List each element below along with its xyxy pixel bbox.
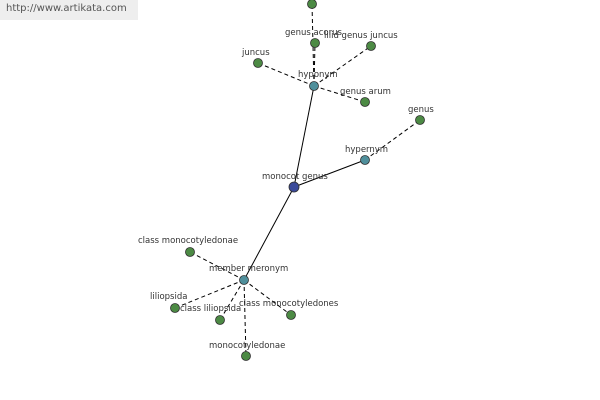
label-monocot-genus: monocot genus [262,172,328,182]
edge-hyponym [293,85,315,188]
node-genus[interactable] [415,115,425,125]
node-monocotyledonae[interactable] [241,351,251,361]
node-node[interactable] [307,0,317,9]
node-juncus[interactable] [253,58,263,68]
label-lilid-genus-juncus: lilid genus juncus [324,31,398,41]
edge-member-meronym [243,186,295,281]
label-genus: genus [408,105,434,115]
watermark-url: http://www.artikata.com [0,0,138,20]
edge-hypernym [293,159,366,188]
edge-member-meronym-class-monocotyledones [243,279,292,316]
edge-member-meronym-liliopsida [174,279,245,309]
node-class-monocotyledonae[interactable] [185,247,195,257]
node-class-monocotyledones[interactable] [286,310,296,320]
node-monocot-genus[interactable] [288,181,300,193]
label-monocotyledonae: monocotyledonae [209,341,285,351]
node-member-meronym[interactable] [239,275,249,285]
node-genus-arum[interactable] [360,97,370,107]
label-class-liliopsida: class liliopsida [180,304,241,314]
label-genus-acorus: genus acorus [285,28,342,38]
label-class-monocotyledones: class monocotyledones [239,299,339,309]
node-class-liliopsida[interactable] [215,315,225,325]
node-hypernym[interactable] [360,155,370,165]
edge-hyponym-lilid-genus-juncus [313,45,372,87]
label-class-monocotyledonae: class monocotyledonae [138,236,238,246]
edge-hypernym-genus [364,119,421,161]
edge-member-meronym-class-monocotyledonae [189,251,245,281]
label-genus-arum: genus arum [340,87,391,97]
edge-member-meronym-monocotyledonae [243,279,247,357]
graph-edges [174,3,421,357]
label-hyponym: hyponym [298,70,338,80]
node-genus-acorus[interactable] [310,38,320,48]
edge-member-meronym-class-liliopsida [219,279,245,321]
node-lilid-genus-juncus[interactable] [366,41,376,51]
node-liliopsida[interactable] [170,303,180,313]
label-liliopsida: liliopsida [150,292,187,302]
label-hypernym: hypernym [345,145,388,155]
label-member-meronym: member meronym [209,264,288,274]
edge-hyponym-juncus [257,62,315,87]
label-juncus: juncus [241,48,270,58]
edge-hyponym-genus-arum [313,85,366,103]
node-hyponym[interactable] [309,81,319,91]
